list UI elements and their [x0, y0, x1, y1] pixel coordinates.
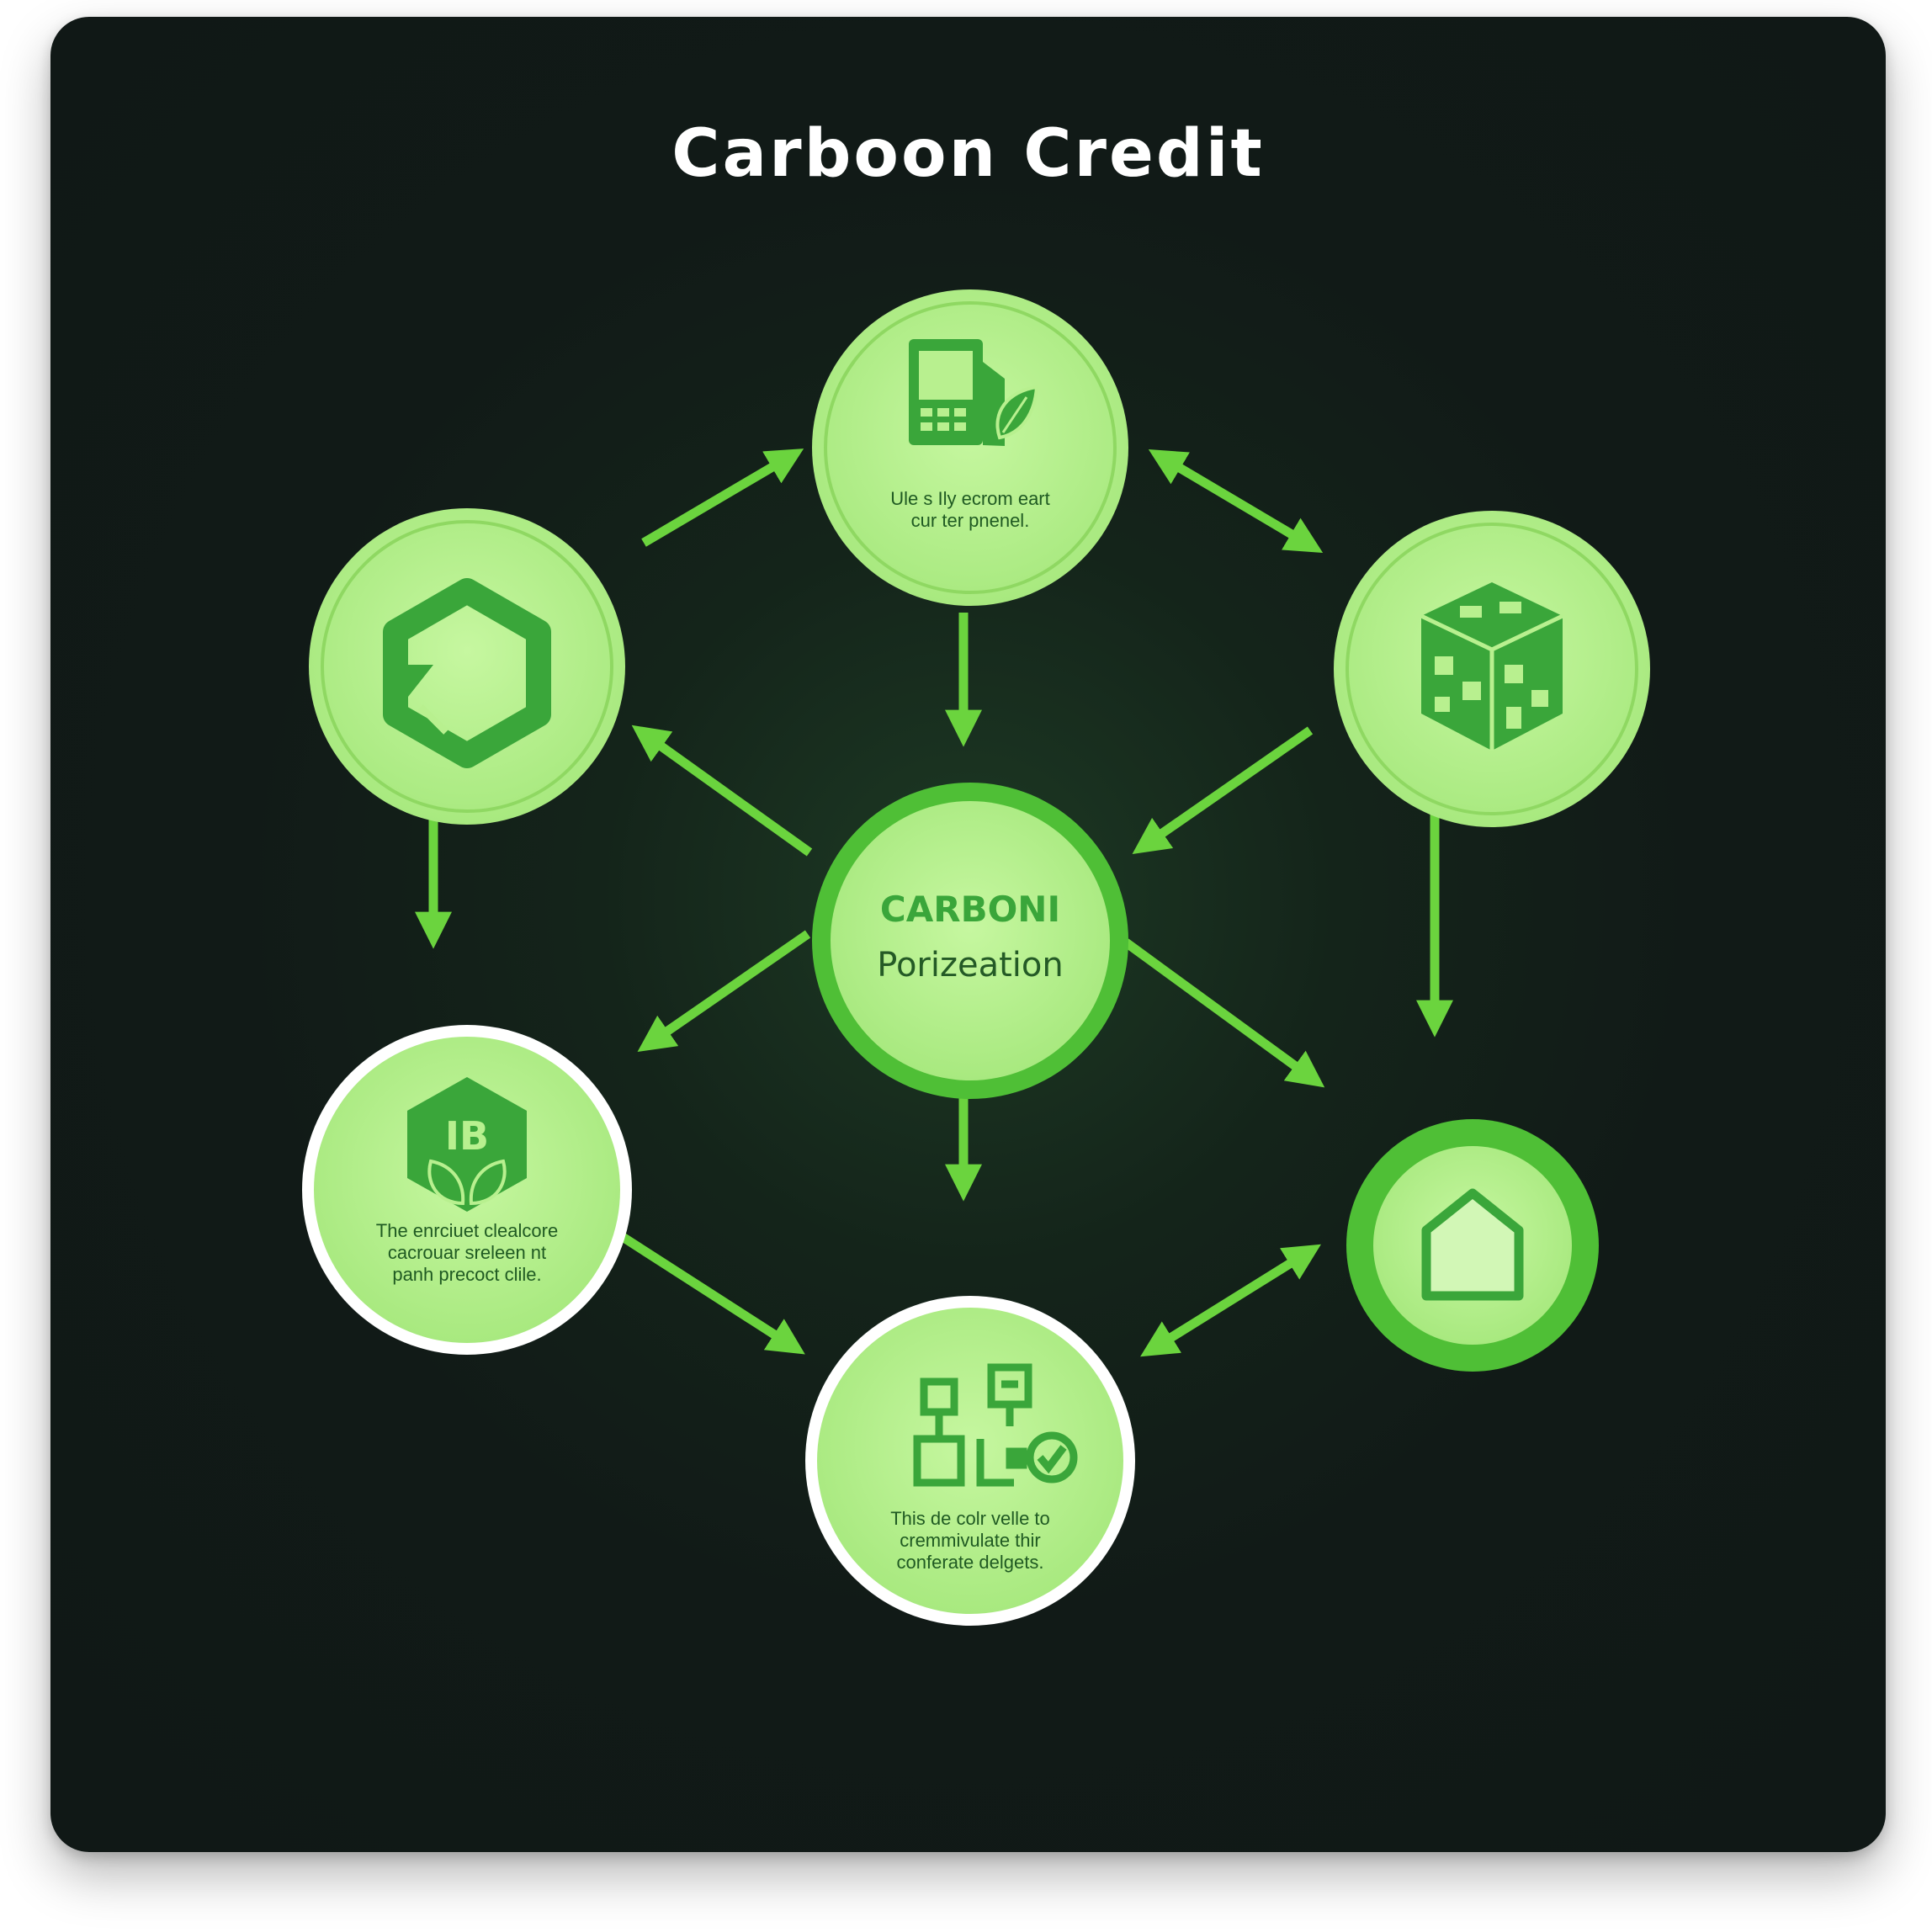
node-center[interactable]: CARBONI Porizeation	[812, 783, 1128, 1099]
arrow-center-to-lower-right	[1123, 938, 1325, 1088]
center-heading: CARBONI	[880, 889, 1060, 930]
lower-left-line-2: cacrouar sreleen nt	[388, 1242, 546, 1263]
terminal-leaf-icon	[909, 339, 1039, 446]
network-diagram: Ule s Ily ecrom eart cur ter pnenel.	[302, 289, 1650, 1626]
badge-text: IB	[445, 1113, 489, 1159]
arrow-upper-right-to-center	[1132, 726, 1314, 855]
node-bottom[interactable]: This de colr velle to cremmivulate thir …	[805, 1296, 1135, 1626]
node-lower-right[interactable]	[1346, 1119, 1599, 1372]
node-lower-left[interactable]: IB The enrciuet clealcore cacrouar srele…	[302, 1025, 632, 1355]
home-icon	[1421, 1188, 1524, 1301]
lower-left-line-1: The enrciuet clealcore	[376, 1220, 558, 1241]
arrow-center-to-lower-left	[637, 930, 811, 1053]
node-top[interactable]: Ule s Ily ecrom eart cur ter pnenel.	[812, 289, 1128, 606]
recycle-hexagon-icon	[383, 578, 551, 768]
bottom-line-3: conferate delgets.	[897, 1552, 1044, 1573]
arrow-bottom-lower-right	[1140, 1244, 1321, 1357]
diagram-title: Carboon Credit	[671, 116, 1265, 192]
verification-flow-icon	[913, 1363, 1078, 1487]
bottom-line-2: cremmivulate thir	[900, 1530, 1040, 1551]
top-node-line-1: Ule s Ily ecrom eart	[890, 488, 1050, 509]
node-upper-left[interactable]	[309, 508, 625, 825]
leaf-badge-icon: IB	[407, 1077, 527, 1212]
bottom-line-1: This de colr velle to	[890, 1508, 1050, 1529]
center-subheading: Porizeation	[877, 946, 1063, 985]
top-node-line-2: cur ter pnenel.	[911, 510, 1030, 531]
block-cube-icon	[1420, 582, 1564, 751]
diagram-card: Carboon Credit	[50, 17, 1886, 1852]
arrow-lower-left-to-bottom	[620, 1233, 805, 1355]
lower-left-line-3: panh precoct clile.	[392, 1264, 541, 1285]
arrow-top-upper-right	[1148, 449, 1324, 553]
arrow-upper-left-to-top	[641, 448, 804, 547]
node-upper-right[interactable]	[1334, 511, 1650, 827]
arrow-center-to-upper-left	[631, 724, 813, 857]
